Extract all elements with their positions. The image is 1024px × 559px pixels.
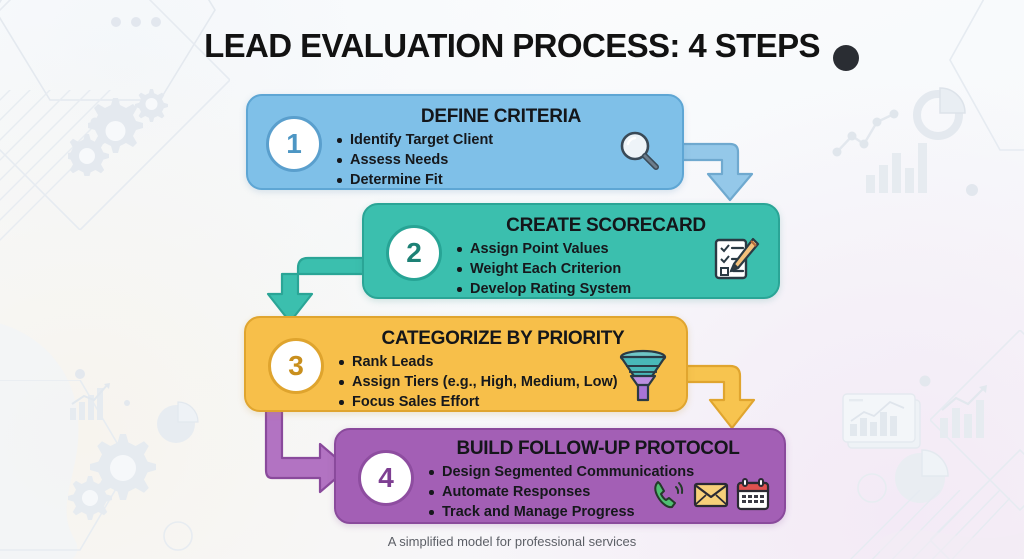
diamond-outline-bottom-right <box>930 330 1024 559</box>
bullet-item: Assess Needs <box>336 150 666 170</box>
step-content-4: BUILD FOLLOW-UP PROTOCOL Design Segmente… <box>428 438 768 522</box>
step-icons-1 <box>616 128 662 174</box>
step-heading-4: BUILD FOLLOW-UP PROTOCOL <box>456 438 740 459</box>
bar-chart-arrow-decor-bottom-right <box>940 385 987 438</box>
bullet-item: Focus Sales Effort <box>338 392 668 412</box>
page-title: LEAD EVALUATION PROCESS: 4 STEPS <box>204 27 820 64</box>
step-icons-2 <box>712 235 760 283</box>
dashboard-card-decor-bottom-right <box>842 393 921 449</box>
step-number-1: 1 <box>266 116 322 172</box>
phone-ringing-icon <box>654 481 684 509</box>
step-bullets-3: Rank Leads Assign Tiers (e.g., High, Med… <box>338 352 668 412</box>
bullet-item: Weight Each Criterion <box>456 259 756 279</box>
small-dot-decor-left <box>124 400 130 406</box>
step-content-1: DEFINE CRITERIA Identify Target Client A… <box>336 106 666 190</box>
bullet-item: Determine Fit <box>336 170 666 190</box>
bullet-item: Rank Leads <box>338 352 668 372</box>
step-heading-3: CATEGORIZE BY PRIORITY <box>381 328 625 349</box>
calendar-icon <box>736 478 770 511</box>
step-icons-3 <box>616 348 670 404</box>
checklist-pencil-icon <box>714 237 760 280</box>
bar-chart-arrow-decor-left <box>70 383 110 420</box>
step-heading-1: DEFINE CRITERIA <box>420 106 582 127</box>
step-card-4[interactable]: 4 BUILD FOLLOW-UP PROTOCOL Design Segmen… <box>334 428 786 524</box>
bullet-item: Track and Manage Progress <box>428 502 768 522</box>
step-card-1[interactable]: 1 DEFINE CRITERIA Identify Target Client… <box>246 94 684 190</box>
footer-caption: A simplified model for professional serv… <box>387 534 637 549</box>
step-bullets-4: Design Segmented Communications Automate… <box>428 462 768 522</box>
bullet-item: Design Segmented Communications <box>428 462 768 482</box>
bullet-item: Assign Point Values <box>456 239 756 259</box>
step-card-2[interactable]: 2 CREATE SCORECARD Assign Point Values W… <box>362 203 780 299</box>
step-number-2: 2 <box>386 225 442 281</box>
bullet-item: Automate Responses <box>428 482 768 502</box>
envelope-icon <box>693 482 729 508</box>
funnel-icon <box>619 349 667 402</box>
step-number-4: 4 <box>358 450 414 506</box>
hatch-lines-left <box>0 90 120 241</box>
circle-outline-bottom-right <box>857 473 887 503</box>
step-number-3: 3 <box>268 338 324 394</box>
gear-cluster-top-left <box>68 89 168 176</box>
bullet-item: Develop Rating System <box>456 279 756 299</box>
step-card-3[interactable]: 3 CATEGORIZE BY PRIORITY Rank Leads Assi… <box>244 316 688 412</box>
step-icons-4 <box>652 478 770 512</box>
magnifier-icon <box>620 131 659 170</box>
dot-decor-right <box>966 184 978 196</box>
dot-decor-left <box>75 369 85 379</box>
step-bullets-1: Identify Target Client Assess Needs Dete… <box>336 130 666 190</box>
gear-cluster-bottom-left <box>68 434 156 520</box>
hexagon-outline-bottom-left <box>0 380 131 551</box>
blob-shape-bottom-left <box>0 323 79 559</box>
donut-chart-decor-top-right <box>913 87 966 140</box>
step-bullets-2: Assign Point Values Weight Each Criterio… <box>456 239 756 299</box>
dot-decor-bottom-right <box>919 375 931 387</box>
pie-chart-decor-left <box>157 401 199 443</box>
bullet-item: Identify Target Client <box>336 130 666 150</box>
step-content-2: CREATE SCORECARD Assign Point Values Wei… <box>456 215 756 299</box>
line-chart-decor-top-right <box>832 109 899 157</box>
bullet-item: Assign Tiers (e.g., High, Medium, Low) <box>338 372 668 392</box>
step-content-3: CATEGORIZE BY PRIORITY Rank Leads Assign… <box>338 328 668 412</box>
pie-chart-decor-bottom-right <box>895 449 949 503</box>
bar-chart-decor-top-right <box>866 143 927 193</box>
step-heading-2: CREATE SCORECARD <box>506 215 706 236</box>
